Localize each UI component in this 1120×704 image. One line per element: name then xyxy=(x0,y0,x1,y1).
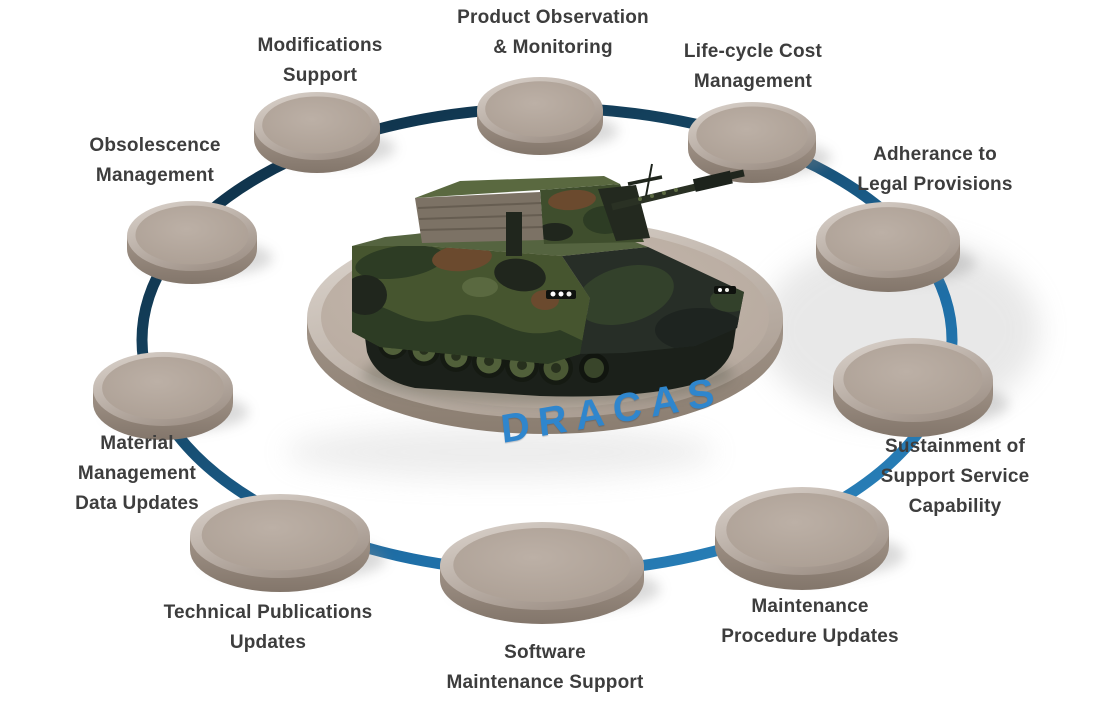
node-disc-maintenance-procedure-updates xyxy=(715,487,905,590)
node-disc-technical-publications-updates xyxy=(190,494,386,592)
vehicle-muzzle xyxy=(692,170,733,192)
vehicle-muzzle-tip xyxy=(729,169,745,180)
node-disc-adherance-to-legal-provisions xyxy=(816,202,976,292)
vehicle-turret-top xyxy=(415,176,620,198)
vehicle-headlights xyxy=(546,286,736,299)
armored-vehicle-image xyxy=(352,163,745,404)
vehicle-gun-barrel xyxy=(611,181,705,211)
node-disc-obsolescence-management xyxy=(127,201,273,284)
node-disc-modifications-support xyxy=(254,92,396,173)
node-disc-software-maintenance-support xyxy=(440,522,661,624)
node-disc-product-observation-monitoring xyxy=(477,77,619,155)
vehicle-mg-icon xyxy=(627,175,663,186)
discs-layer xyxy=(93,77,1009,624)
node-disc-life-cycle-cost-management xyxy=(688,102,832,183)
node-disc-sustainment-of-support-service-capability xyxy=(833,338,1009,437)
vehicle-barrel-perforations xyxy=(638,188,678,201)
platform-shadow-below xyxy=(285,425,715,479)
node-disc-material-management-data-updates xyxy=(93,352,249,440)
vehicle-sight-block xyxy=(506,212,522,256)
vehicle-antenna xyxy=(645,163,653,197)
node-label-product-observation-monitoring: Product Observation& Monitoring xyxy=(457,7,649,58)
